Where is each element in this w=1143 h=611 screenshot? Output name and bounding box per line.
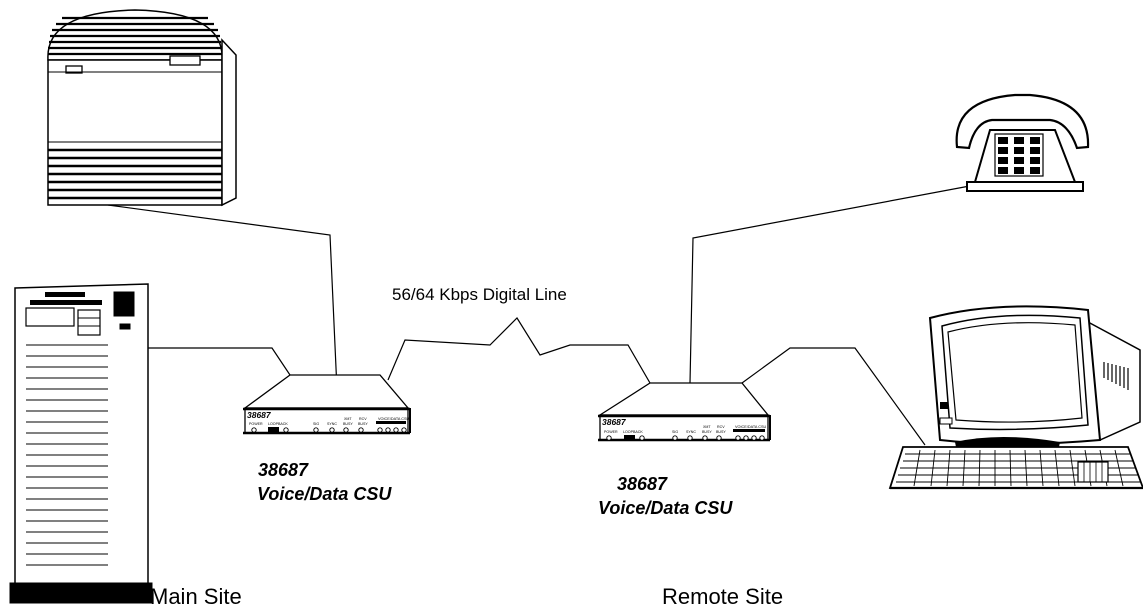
- computer-terminal-icon: [888, 305, 1143, 490]
- csu-right-led: [735, 435, 741, 441]
- line-phone-to-right-csu: [689, 184, 976, 384]
- csu-right-power-label: POWER: [604, 430, 618, 434]
- csu-left-rcv-busy-label: BUSY: [358, 422, 368, 426]
- csu-right-voice-data-label: VOICE/DATA CSU: [735, 425, 767, 429]
- csu-right-xmt-busy-label: BUSY: [702, 430, 712, 434]
- csu-right-rcv-label: RCV: [717, 425, 725, 429]
- csu-left-led: [329, 427, 335, 433]
- csu-left-led: [393, 427, 399, 433]
- line-digital-line: [387, 317, 651, 384]
- csu-right-xmt-label: XMT: [703, 425, 711, 429]
- csu-left-led: [385, 427, 391, 433]
- line-terminal-to-right-csu: [741, 347, 926, 446]
- csu-right-led: [743, 435, 749, 441]
- csu-right-caption-name: Voice/Data CSU: [598, 498, 733, 518]
- csu-left-led: [343, 427, 349, 433]
- csu-right-led: [687, 435, 693, 441]
- server-tower-icon: [9, 283, 153, 604]
- csu-right-face-model: 38687: [602, 417, 627, 427]
- csu-left-loopback-switch: [268, 427, 279, 433]
- csu-right-sync-label: SYNC: [686, 430, 696, 434]
- csu-right-led: [751, 435, 757, 441]
- csu-left-led: [377, 427, 383, 433]
- csu-left-led: [401, 427, 407, 433]
- line-pbx-to-left-csu: [107, 204, 338, 391]
- pbx-icon: [47, 9, 237, 207]
- csu-left-face-model: 38687: [247, 410, 272, 420]
- connection-lines: [107, 184, 976, 446]
- csu-left-voice-data-label: VOICE/DATA CSU: [378, 417, 410, 421]
- csu-right-device: 38687 POWER LOOPBACK SIG SYNC XMT BUSY R…: [597, 382, 771, 442]
- main-site-label: Main Site: [150, 584, 242, 609]
- csu-left-rcv-label: RCV: [359, 417, 367, 421]
- csu-right-sig-label: SIG: [672, 430, 678, 434]
- csu-left-sig-label: SIG: [313, 422, 319, 426]
- csu-left-caption-name: Voice/Data CSU: [257, 484, 392, 504]
- csu-right-led: [759, 435, 765, 441]
- csu-left-led: [313, 427, 319, 433]
- csu-left-sync-label: SYNC: [327, 422, 337, 426]
- csu-right-led: [702, 435, 708, 441]
- remote-site-label: Remote Site: [662, 584, 784, 609]
- csu-right-led: [672, 435, 678, 441]
- csu-left-power-label: POWER: [249, 422, 263, 426]
- csu-left-led: [251, 427, 257, 433]
- csu-right-loopback-switch: [624, 435, 635, 441]
- csu-left-caption-model: 38687: [258, 460, 309, 480]
- digital-line-label: 56/64 Kbps Digital Line: [392, 285, 567, 304]
- csu-right-led: [639, 435, 645, 441]
- csu-left-xmt-label: XMT: [344, 417, 352, 421]
- csu-right-loopback-label: LOOPBACK: [623, 430, 643, 434]
- telephone-icon: [955, 93, 1090, 192]
- csu-left-loopback-label: LOOPBACK: [268, 422, 288, 426]
- csu-right-led: [716, 435, 722, 441]
- csu-left-led: [283, 427, 289, 433]
- csu-left-device: 38687 POWER LOOPBACK SIG SYNC XMT BUSY R…: [243, 374, 411, 435]
- csu-right-caption-model: 38687: [617, 474, 668, 494]
- csu-right-led: [606, 435, 612, 441]
- csu-right-rcv-busy-label: BUSY: [716, 430, 726, 434]
- line-server-to-left-csu: [148, 347, 291, 376]
- csu-left-led: [358, 427, 364, 433]
- csu-left-xmt-busy-label: BUSY: [343, 422, 353, 426]
